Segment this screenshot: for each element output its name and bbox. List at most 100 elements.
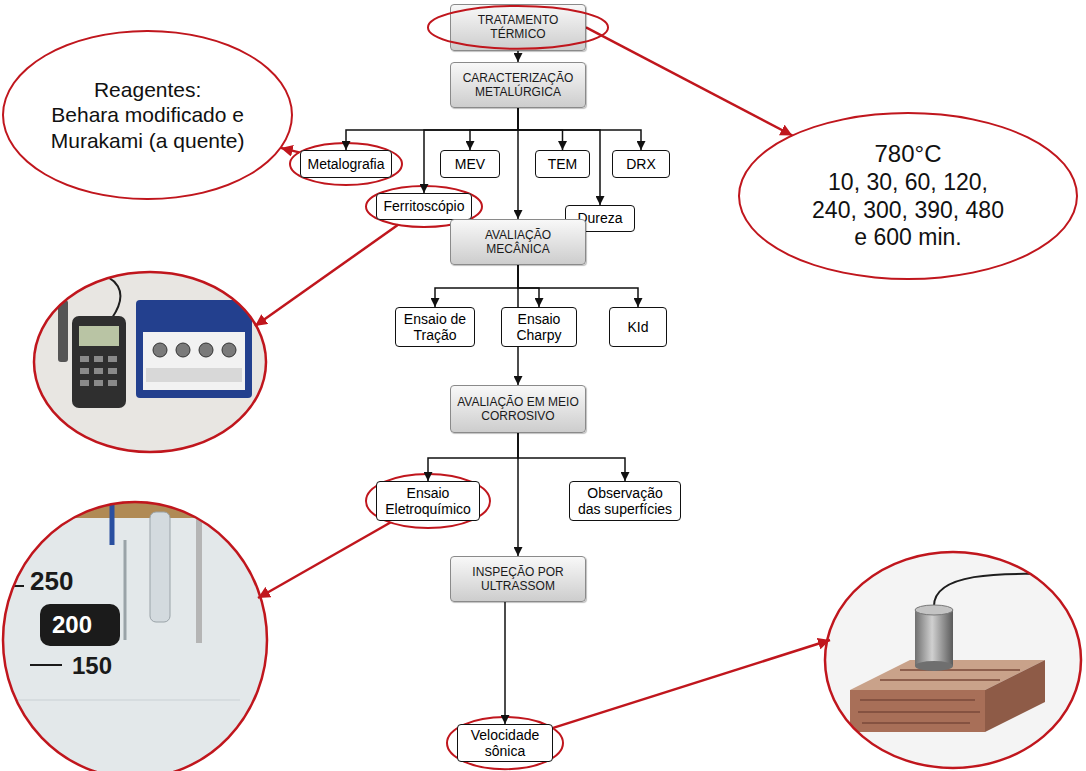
node-text: KId <box>627 319 648 335</box>
liquid-level <box>10 700 240 701</box>
process-box: INSPEÇÃO POR ULTRASSOM <box>450 556 586 602</box>
photo-ring <box>3 502 267 771</box>
node-text: Behara modificado e Murakami (a quente) <box>35 102 260 152</box>
process-box: AVALIAÇÃO MECÂNICA <box>450 219 586 265</box>
photo-ring <box>825 552 1081 768</box>
leader-arrow <box>258 523 390 599</box>
highlight-ring <box>290 143 402 185</box>
scale-tape <box>40 604 120 646</box>
flow-arrow <box>518 265 539 307</box>
wood-grain <box>858 670 1020 723</box>
highlight-ring <box>447 717 563 769</box>
device-key <box>80 368 89 374</box>
flow-arrow <box>435 265 518 307</box>
method-box: Observação das superfícies <box>569 481 681 521</box>
node-text: CARACTERIZAÇÃO METALÚRGICA <box>456 71 580 100</box>
sample-rod <box>124 540 127 640</box>
scale-tick <box>30 664 62 666</box>
method-box: Ensaio Charpy <box>501 307 577 347</box>
method-box: DRX <box>612 150 670 178</box>
flow-arrow <box>518 108 641 150</box>
node-text: 780°C <box>875 140 942 169</box>
flow-arrow <box>518 108 600 205</box>
device-key <box>108 356 117 362</box>
flow-arrow <box>346 108 518 150</box>
probe <box>58 300 68 362</box>
method-box: Ensaio de Tração <box>395 307 475 347</box>
node-text: TEM <box>548 156 578 172</box>
reference-electrode <box>150 512 170 622</box>
standards-case <box>136 300 252 398</box>
method-box: Ferritoscópio <box>376 193 472 220</box>
photo-ground <box>820 550 1086 770</box>
device-key <box>94 368 103 374</box>
node-text: Velocidade sônica <box>463 727 547 759</box>
device-key <box>108 380 117 386</box>
method-box: Velocidade sônica <box>457 724 553 762</box>
callout-arrow <box>586 27 792 135</box>
ultrasound-sketch <box>820 550 1086 770</box>
node-text: Ferritoscópio <box>384 198 465 214</box>
scale-number: 200 <box>52 611 92 639</box>
device-key <box>94 380 103 386</box>
flow-arrow <box>518 108 563 150</box>
block-front <box>850 690 985 732</box>
flow-arrow <box>518 433 625 481</box>
wire <box>110 505 115 545</box>
flow-arrow <box>424 108 518 193</box>
transducer-base <box>915 661 953 671</box>
node-text: MEV <box>455 156 485 172</box>
counter-electrode <box>196 508 202 643</box>
method-box: TEM <box>535 150 590 178</box>
node-text: Ensaio Eletroquímico <box>382 485 474 517</box>
transducer-cable <box>934 574 1085 606</box>
node-text: Reagentes: <box>94 77 201 102</box>
node-text: INSPEÇÃO POR ULTRASSOM <box>456 565 580 594</box>
leader-arrow <box>552 640 830 728</box>
flow-arrow <box>428 433 518 481</box>
node-text: Ensaio de Tração <box>401 311 469 343</box>
process-box: AVALIAÇÃO EM MEIO CORROSIVO <box>450 385 586 433</box>
callout-ellipse: Reagentes:Behara modificado e Murakami (… <box>2 30 293 201</box>
flow-arrow <box>470 108 518 150</box>
node-text: Ensaio Charpy <box>507 311 571 343</box>
device-screen <box>79 326 119 346</box>
standard-disc <box>199 343 213 357</box>
case-strip <box>146 368 242 382</box>
node-text: DRX <box>626 156 656 172</box>
highlight-ring <box>428 6 608 49</box>
scale-number: 150 <box>72 652 112 680</box>
standard-disc <box>153 343 167 357</box>
photo-ring <box>34 272 266 452</box>
highlight-ring <box>366 474 490 528</box>
device-key <box>80 380 89 386</box>
node-text: AVALIAÇÃO EM MEIO CORROSIVO <box>456 395 580 424</box>
node-text: 10, 30, 60, 120, 240, 300, 390, 480 e 60… <box>803 169 1013 252</box>
device-key <box>94 356 103 362</box>
standard-disc <box>222 343 236 357</box>
beaker-photo <box>0 500 270 771</box>
process-box: TRATAMENTO TÉRMICO <box>450 4 586 51</box>
node-text: Observação das superfícies <box>575 485 675 517</box>
flow-arrow <box>517 433 519 556</box>
photo-ground <box>30 268 270 458</box>
method-box: MEV <box>440 150 500 178</box>
device-key <box>108 368 117 374</box>
flow-arrow <box>517 108 519 219</box>
case-insert <box>143 332 245 390</box>
standard-disc <box>176 343 190 357</box>
process-box: CARACTERIZAÇÃO METALÚRGICA <box>450 62 586 108</box>
flow-arrow <box>517 51 519 62</box>
method-box: Metalografia <box>300 150 392 178</box>
leader-arrow <box>255 225 398 326</box>
block-side <box>985 660 1045 732</box>
callout-ellipse: 780°C10, 30, 60, 120, 240, 300, 390, 480… <box>738 112 1078 280</box>
node-text: TRATAMENTO TÉRMICO <box>456 13 580 42</box>
callout-arrow <box>281 148 299 153</box>
method-box: KId <box>609 307 667 347</box>
scale-number: 250 <box>30 566 73 597</box>
flow-arrow <box>504 602 506 724</box>
flow-arrow <box>518 265 638 307</box>
device-body <box>72 316 126 408</box>
